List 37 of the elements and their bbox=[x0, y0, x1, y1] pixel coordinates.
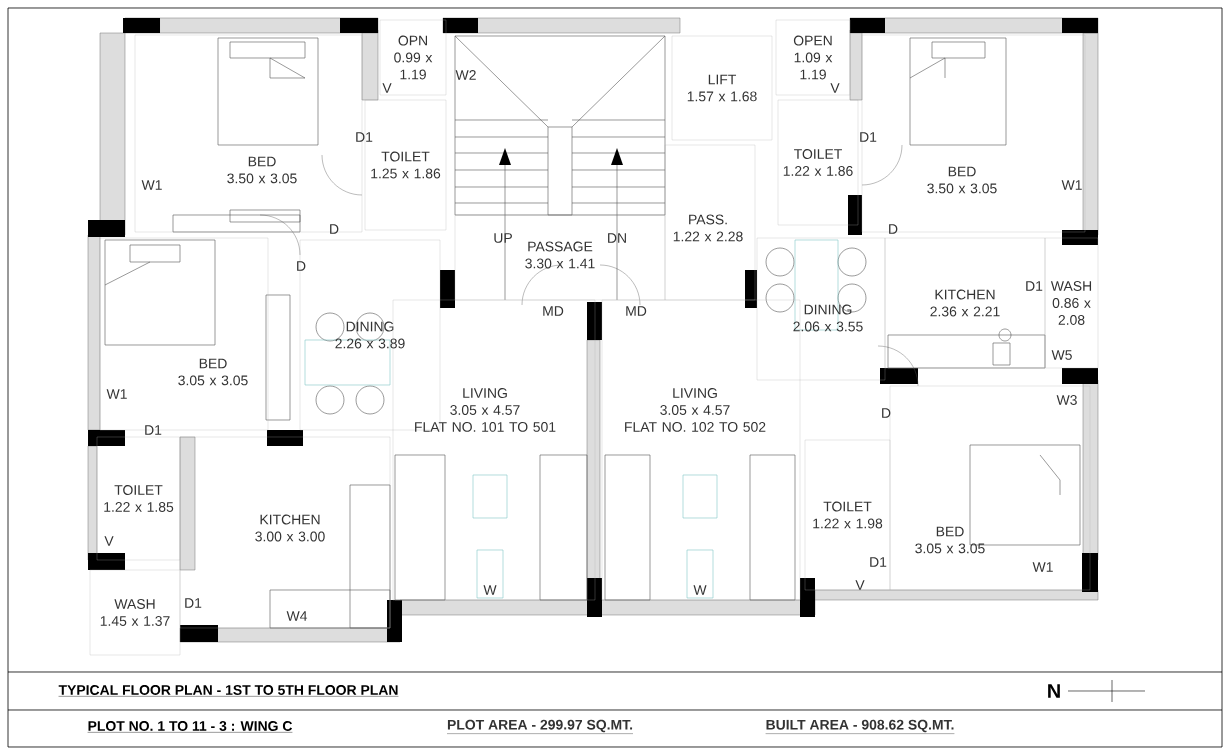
opening-label: W1 bbox=[1061, 180, 1082, 190]
opening-label: W1 bbox=[1032, 562, 1053, 572]
title-block-text: PLOT NO. 1 TO 11 - 3 : WING C bbox=[87, 721, 293, 733]
room-outline: TOILET 1.22 x 1.86 bbox=[777, 99, 859, 226]
opening-label: W2 bbox=[455, 70, 476, 80]
opening-label: V bbox=[382, 83, 392, 93]
opening-label: V bbox=[104, 536, 114, 546]
opening-label: D bbox=[889, 224, 898, 234]
opening-label: D bbox=[330, 224, 339, 234]
opening-label: V bbox=[855, 580, 865, 590]
north-label: N bbox=[1048, 684, 1060, 698]
plan-title: TYPICAL FLOOR PLAN - 1ST TO 5TH FLOOR PLAN bbox=[58, 685, 399, 697]
opening-label: MD bbox=[626, 306, 647, 316]
room-outline: WASH 1.45 x 1.37 bbox=[89, 569, 181, 656]
opening-label: W1 bbox=[141, 180, 162, 190]
title-block-text: PLOT AREA - 299.97 SQ.MT. bbox=[446, 719, 634, 734]
opening-label: MD bbox=[543, 306, 564, 316]
title-block-text: BUILT AREA - 908.62 SQ.MT. bbox=[765, 719, 955, 734]
room-outline: LIFT 1.57 x 1.68 bbox=[671, 35, 773, 141]
room-outline: DINING 2.06 x 3.55 bbox=[756, 237, 886, 381]
opening-label: D bbox=[882, 408, 891, 418]
opening-label: D1 bbox=[356, 132, 373, 142]
opening-label: V bbox=[830, 83, 840, 93]
opening-label: D1 bbox=[870, 557, 887, 567]
opening-label: W3 bbox=[1056, 395, 1077, 405]
opening-label: W4 bbox=[286, 611, 308, 621]
opening-label: UP bbox=[494, 233, 512, 243]
opening-label: W1 bbox=[106, 389, 127, 399]
opening-label: W bbox=[483, 585, 497, 595]
opening-label: DN bbox=[608, 233, 626, 243]
opening-label: D1 bbox=[185, 598, 202, 608]
opening-label: D1 bbox=[860, 132, 877, 142]
opening-label: D bbox=[297, 261, 306, 271]
opening-label: W5 bbox=[1051, 350, 1072, 360]
opening-label: W bbox=[693, 585, 707, 595]
opening-label: D1 bbox=[1026, 281, 1043, 291]
room-outline: PASS. 1.22 x 2.28 bbox=[664, 144, 756, 301]
